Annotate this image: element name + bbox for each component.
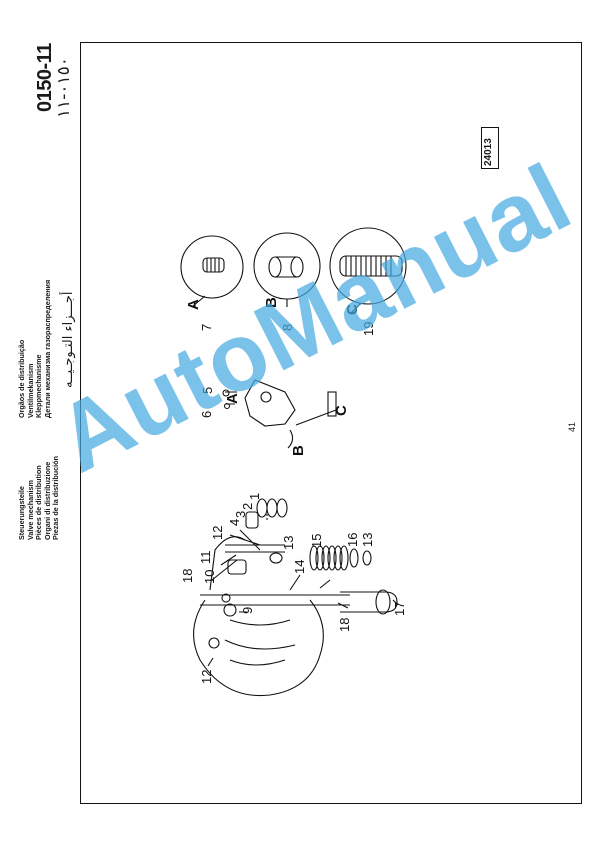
detail-label-c: C [344,304,361,315]
part-label-13-left: 13 [281,536,296,550]
part-label-18-top: 18 [180,569,195,583]
washer-stack [245,498,288,529]
part-label-3: 3 [233,511,248,518]
part-label-12-top: 12 [210,526,225,540]
part-label-2: 2 [240,503,255,510]
part-label-17: 17 [392,602,407,616]
part-label-14: 14 [292,560,307,574]
part-label-13-right: 13 [360,533,375,547]
detail-part-8: 8 [280,324,295,331]
part-label-16: 16 [345,533,360,547]
part-label-15: 15 [309,534,324,548]
part-label-10: 10 [202,570,217,584]
part-label-4: 4 [227,519,242,526]
cylinder-head-outline [193,536,324,697]
detail-circle-c [329,227,407,305]
part-label-11: 11 [198,551,213,565]
part-label-9: 9 [240,607,255,614]
part-label-1: 1 [247,493,262,500]
part-label-12-bottom: 12 [199,670,214,684]
drawing-frame [80,42,582,804]
part-13-seal [269,552,283,564]
part-label-6: 6 [199,411,214,418]
detail-part-7: 7 [199,324,214,331]
figure-reference-box: 24013 [481,127,499,169]
inline-label-a: A [224,393,241,404]
part-19-adjuster [339,255,403,277]
detail-circle-a [180,235,244,299]
inline-label-c: C [333,405,350,416]
inline-label-b: B [290,445,307,456]
part-label-18-bottom: 18 [337,618,352,632]
part-8-bushing [268,256,304,278]
detail-label-b: B [263,297,280,308]
valve-spring [309,545,372,571]
part-7-stud [202,257,225,273]
detail-part-19: 19 [361,322,376,336]
detail-label-a: A [185,299,202,310]
rocker-arm-assembly [222,379,337,449]
part-label-5: 5 [200,387,215,394]
